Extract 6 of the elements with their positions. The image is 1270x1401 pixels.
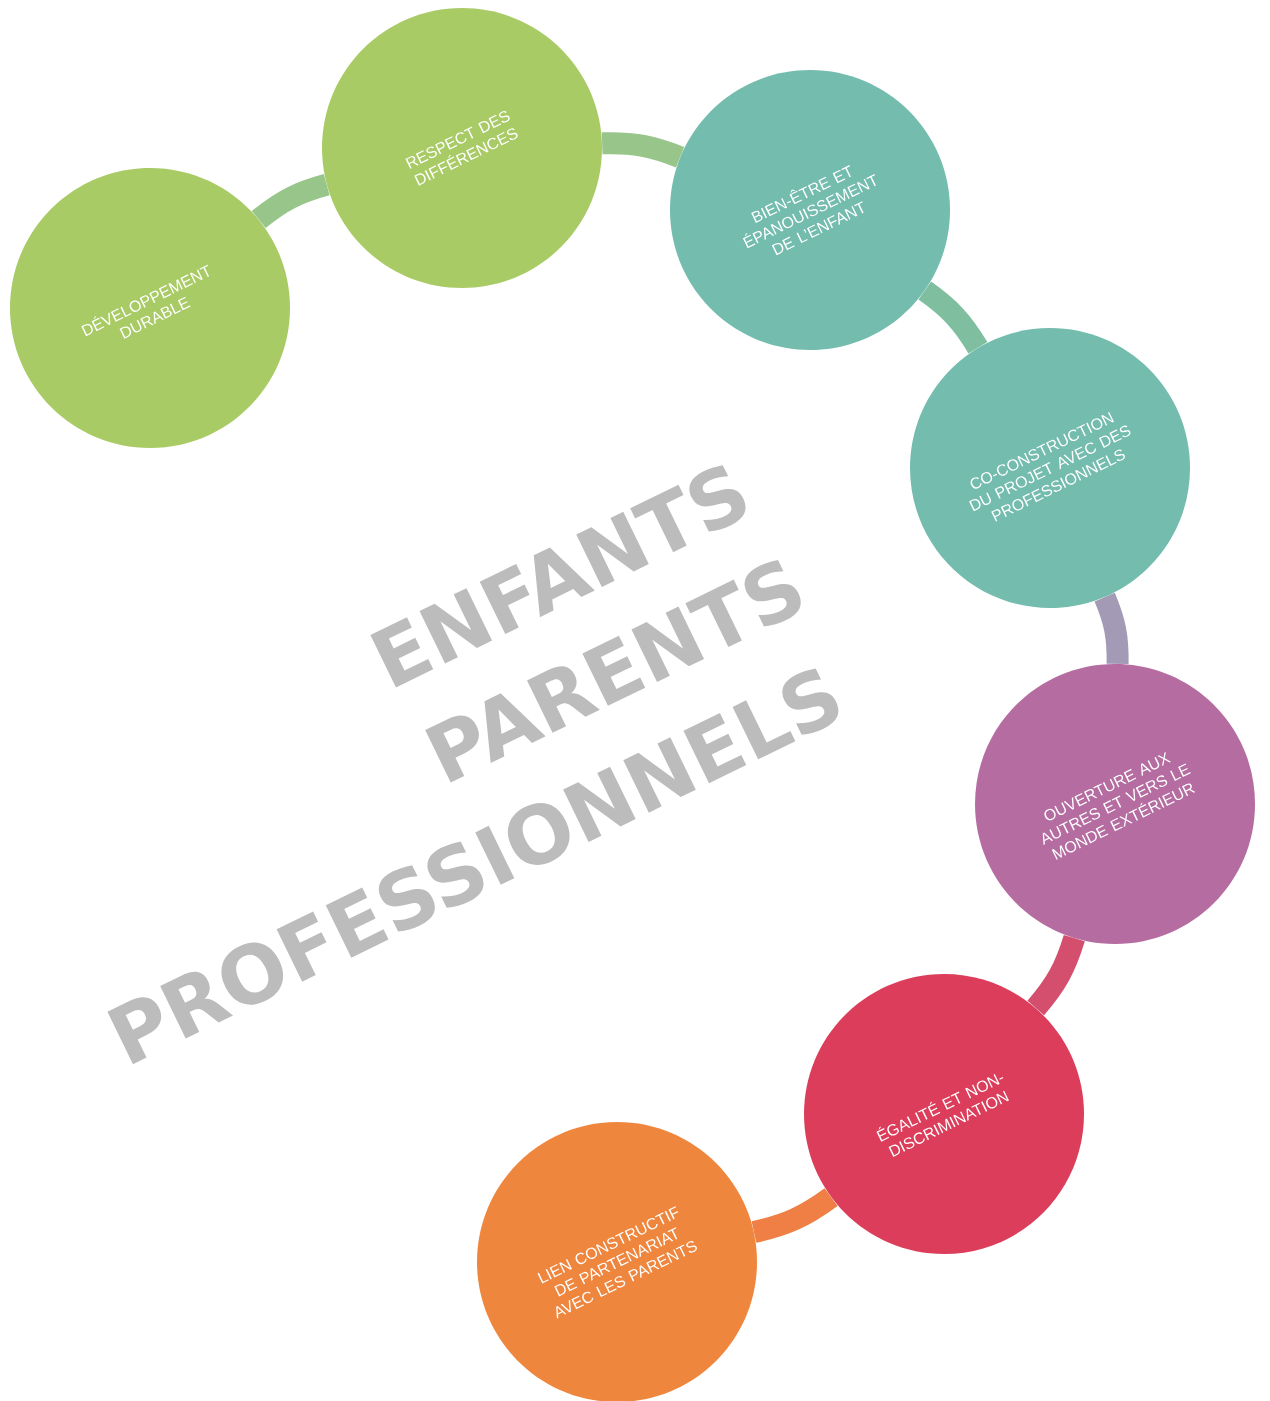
connector-band <box>751 1188 838 1243</box>
connector-band <box>601 132 685 168</box>
connector-band <box>1094 592 1129 664</box>
connector-band <box>918 281 988 354</box>
connector-band <box>251 174 330 229</box>
connector-band <box>1027 934 1085 1016</box>
